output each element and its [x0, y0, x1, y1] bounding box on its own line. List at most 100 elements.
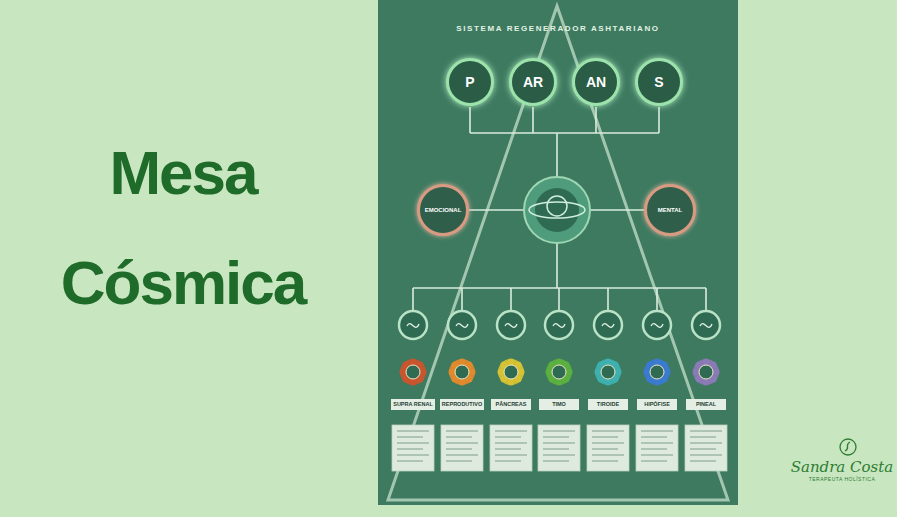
- poster-ground: [378, 0, 738, 505]
- info-line: [543, 437, 569, 438]
- chakra-center: [504, 365, 518, 379]
- info-line: [446, 449, 472, 450]
- organ-label: HIPÓFISE: [639, 401, 675, 408]
- organ-label-box: TIROIDE: [588, 399, 628, 410]
- chakra-petal: [693, 369, 700, 376]
- glow-circle: AR: [509, 58, 557, 106]
- chakra-petal: [556, 359, 563, 366]
- title-block: Mesa Cósmica: [38, 118, 328, 338]
- info-line: [641, 455, 673, 456]
- symbol-circle: [643, 311, 671, 339]
- chakra-petal: [449, 369, 456, 376]
- chakra-center: [650, 365, 664, 379]
- info-line: [641, 431, 673, 432]
- chakra-outer: [546, 359, 572, 385]
- chakra-petal: [469, 369, 476, 376]
- chakra-outer: [400, 359, 426, 385]
- chakra-petal: [420, 369, 427, 376]
- triangle-outline: [388, 6, 728, 500]
- info-line: [592, 455, 624, 456]
- info-line: [690, 431, 722, 432]
- info-box: [441, 425, 483, 471]
- chakra-petal: [459, 359, 466, 366]
- info-box: [538, 425, 580, 471]
- symbol-circle: [399, 311, 427, 339]
- info-line: [641, 443, 673, 444]
- info-line: [495, 431, 527, 432]
- chakra-petal: [605, 359, 612, 366]
- organ-label: SUPRA RENAL: [393, 401, 433, 408]
- info-box: [392, 425, 434, 471]
- info-line: [592, 431, 624, 432]
- info-line: [641, 437, 667, 438]
- info-box: [587, 425, 629, 471]
- info-boxes: [392, 425, 727, 471]
- symbol-circles: [399, 311, 720, 339]
- mind-circle: MENTAL: [644, 184, 696, 236]
- info-line: [495, 437, 521, 438]
- chakra-petal: [410, 359, 417, 366]
- info-line: [690, 449, 716, 450]
- organ-label: TIMO: [541, 401, 577, 408]
- info-line: [397, 455, 429, 456]
- info-line: [690, 437, 716, 438]
- organ-label-box: HIPÓFISE: [637, 399, 677, 410]
- info-line: [446, 437, 472, 438]
- circle-label: EMOCIONAL: [425, 207, 462, 213]
- info-line: [641, 461, 667, 462]
- chakra-outer: [693, 359, 719, 385]
- info-line: [543, 449, 569, 450]
- chakra-petal: [703, 359, 710, 366]
- chakra-petal: [713, 369, 720, 376]
- chakra-petal: [644, 369, 651, 376]
- chakra-icons: [400, 359, 720, 386]
- logo: Sandra CostaTERAPEUTA HOLÍSTICA: [790, 458, 894, 483]
- glow-circle: P: [446, 58, 494, 106]
- info-line: [543, 461, 569, 462]
- chakra-petal: [508, 379, 515, 386]
- info-line: [397, 443, 429, 444]
- poster-title: SISTEMA REGENERADOR ASHTARIANO: [378, 24, 738, 33]
- chakra-petal: [595, 369, 602, 376]
- info-line: [592, 449, 618, 450]
- mind-circle: EMOCIONAL: [417, 184, 469, 236]
- organ-label-box: PÂNCREAS: [491, 399, 531, 410]
- organ-label: PINEAL: [688, 401, 724, 408]
- organ-label: PÂNCREAS: [493, 401, 529, 408]
- chakra-outer: [644, 359, 670, 385]
- symbol-glyph: [651, 324, 663, 328]
- chakra-center: [406, 365, 420, 379]
- info-line: [592, 443, 624, 444]
- info-line: [592, 437, 618, 438]
- chakra-petal: [546, 369, 553, 376]
- info-line: [446, 431, 478, 432]
- symbol-glyph: [553, 324, 565, 328]
- info-line: [446, 455, 478, 456]
- info-box: [490, 425, 532, 471]
- logo-subtitle: TERAPEUTA HOLÍSTICA: [790, 476, 894, 483]
- symbol-glyph: [407, 324, 419, 328]
- chakra-center: [455, 365, 469, 379]
- chakra-center: [699, 365, 713, 379]
- chakra-petal: [498, 369, 505, 376]
- organ-label: TIROIDE: [590, 401, 626, 408]
- symbol-circle: [545, 311, 573, 339]
- organ-label-box: PINEAL: [686, 399, 726, 410]
- organ-label-box: SUPRA RENAL: [391, 399, 435, 410]
- info-line: [543, 431, 575, 432]
- chakra-petal: [556, 379, 563, 386]
- central-orb: [524, 177, 590, 243]
- chakra-petal: [654, 359, 661, 366]
- symbol-glyph: [505, 324, 517, 328]
- poster-panel: SISTEMA REGENERADOR ASHTARIANO P AR AN S EMOC…: [378, 0, 738, 505]
- info-box: [636, 425, 678, 471]
- symbol-circle: [448, 311, 476, 339]
- info-line: [397, 461, 423, 462]
- glow-circle: AN: [572, 58, 620, 106]
- info-line: [446, 443, 478, 444]
- chakra-petal: [566, 369, 573, 376]
- glow-circle: S: [635, 58, 683, 106]
- circle-letter: AR: [523, 74, 543, 90]
- logo-icon: [840, 439, 856, 455]
- chakra-petal: [410, 379, 417, 386]
